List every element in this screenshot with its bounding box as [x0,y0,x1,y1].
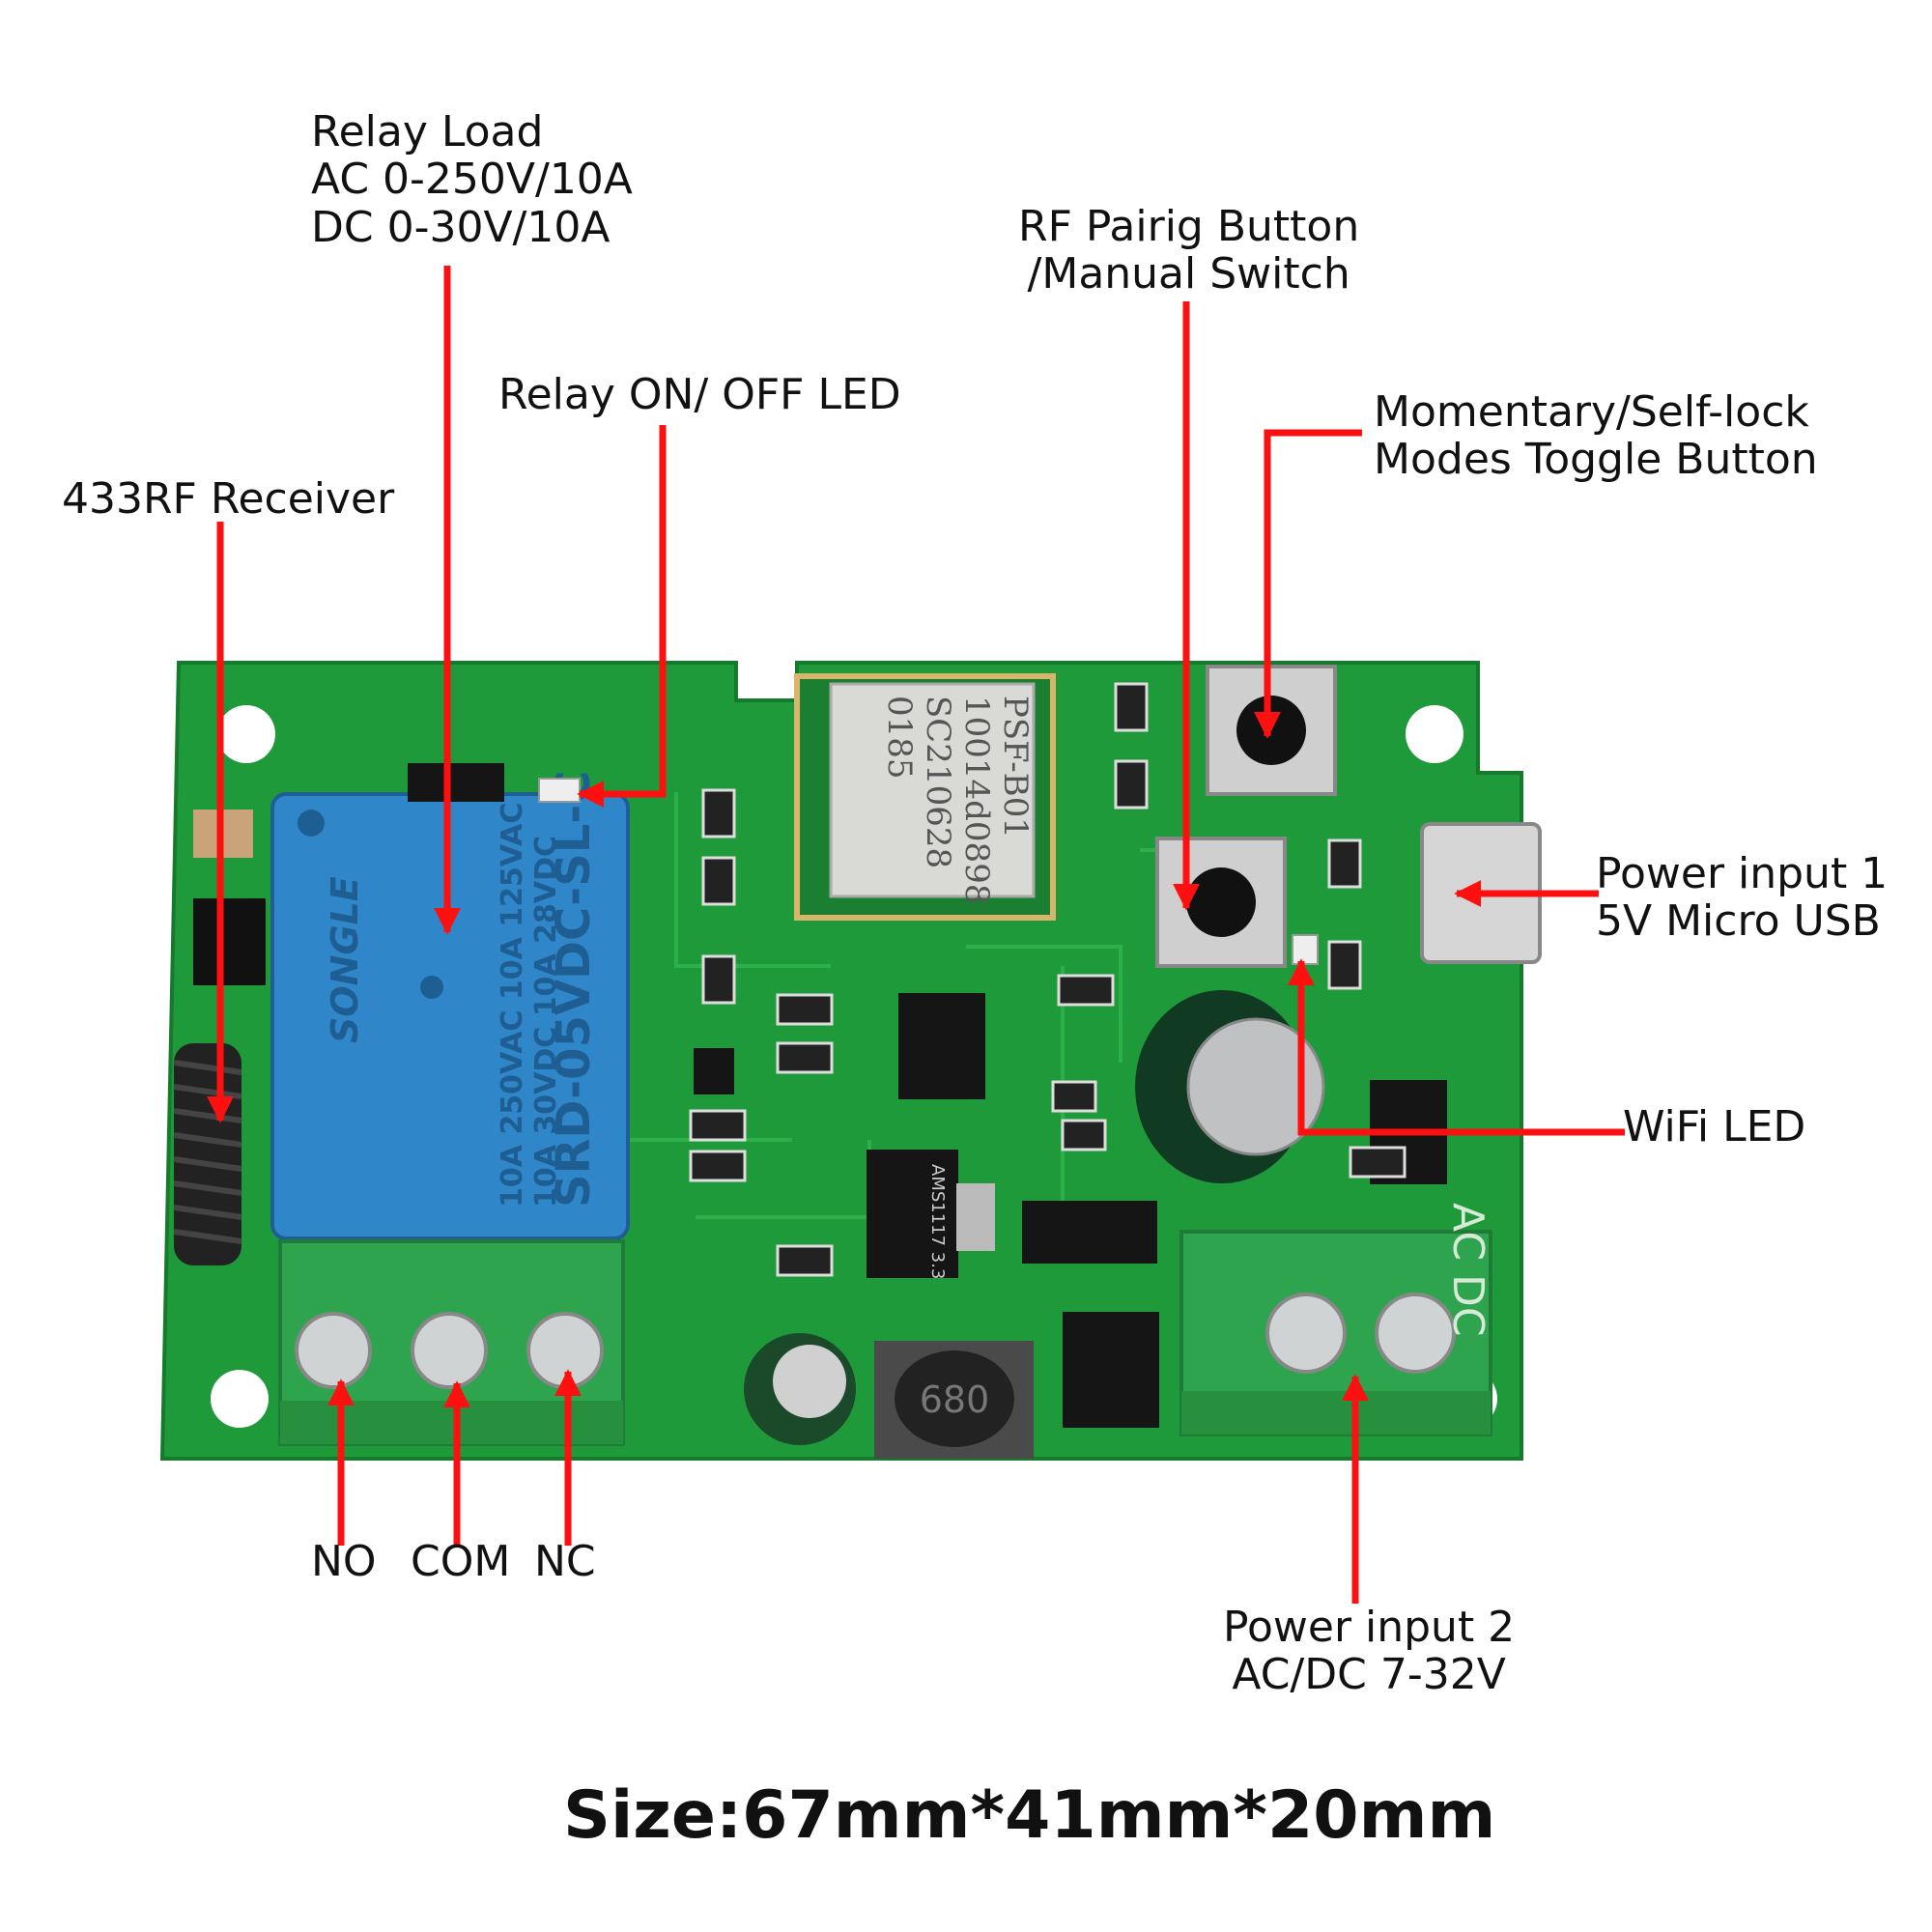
rf-chip [193,898,266,985]
power1-line1: Power input 1 [1596,849,1889,898]
relay-terminal-block [278,1239,625,1446]
power-terminal-block: AC DC [1179,1203,1492,1436]
module-marking: 0185 [880,696,919,780]
inductor: 680 [874,1341,1034,1459]
relay-load-title: Relay Load [311,107,544,156]
mode-button-line2: Modes Toggle Button [1374,435,1818,485]
rf-button-line2: /Manual Switch [1027,249,1350,299]
power2-line2: AC/DC 7-32V [1232,1650,1506,1700]
mode-button-line1: Momentary/Self-lock [1374,387,1809,437]
label-relay-load: Relay Load AC 0-250V/10A DC 0-30V/10A [311,108,633,251]
mode-toggle-button [1206,665,1337,796]
relay-led [538,778,581,803]
mounting-hole [217,705,275,763]
transistor [694,1048,734,1094]
label-wifi-led: WiFi LED [1623,1102,1806,1151]
ac-dc-marking: AC DC [1443,1203,1492,1337]
rf-button-line1: RF Pairig Button [1018,202,1360,251]
diode [1022,1201,1157,1264]
ic-chip [898,993,985,1099]
smd-components [689,682,1406,1277]
label-rf-receiver: 433RF Receiver [62,474,395,524]
label-relay-led: Relay ON/ OFF LED [498,370,901,419]
arrow-relay-led [577,425,667,808]
inductor-marking: 680 [920,1378,990,1421]
relay-rating-marking: 10A 30VDC 10A 28VDC [529,836,563,1208]
module-marking: PSF-B01 [996,696,1035,838]
label-no: NO [311,1537,377,1586]
antenna-coil [173,1043,242,1265]
mounting-hole [211,1370,269,1428]
size-caption: Size:67mm*41mm*20mm [563,1777,1496,1854]
relay-load-ac: AC 0-250V/10A [311,155,633,205]
module-marking: SC210628 [919,696,957,868]
diode-small [408,763,504,802]
relay-load-dc: DC 0-30V/10A [311,202,611,252]
power2-line1: Power input 2 [1223,1603,1516,1652]
regulator-marking: AMS1117 3.3 [927,1164,948,1279]
power1-line2: 5V Micro USB [1596,896,1881,947]
electrolytic-capacitor-small [744,1333,856,1445]
electrolytic-capacitor [1135,990,1325,1183]
label-nc: NC [534,1537,596,1586]
arrow-wifi-led [1288,958,1625,1136]
relay: SRD-05VDC-SL-C 10A 250VAC 10A 125VAC 10A… [270,770,630,1240]
label-com: COM [411,1537,511,1586]
label-power-input-1: Power input 1 5V Micro USB [1596,850,1888,946]
module-marking: 10014d0898 [957,696,996,904]
mounting-hole [1406,705,1463,763]
label-mode-button: Momentary/Self-lock Modes Toggle Button [1374,388,1818,484]
label-power-input-2: Power input 2 AC/DC 7-32V [1223,1604,1515,1699]
arrow-mode-button [1254,429,1362,739]
wifi-led [1292,934,1319,965]
relay-brand-marking: SONGLE [324,876,366,1043]
voltage-regulator: AMS1117 3.3 [867,1150,995,1279]
rf-pairing-button [1155,837,1287,968]
wifi-module: PSF-B01 10014d0898 SC210628 0185 [794,673,1056,921]
ic-chip [1063,1312,1159,1428]
relay-model-marking: SRD-05VDC-SL-C [547,770,601,1208]
label-rf-button: RF Pairig Button /Manual Switch [1018,203,1359,298]
callout-arrows [207,266,1625,1604]
relay-rating-marking: 10A 250VAC 10A 125VAC [496,803,529,1208]
